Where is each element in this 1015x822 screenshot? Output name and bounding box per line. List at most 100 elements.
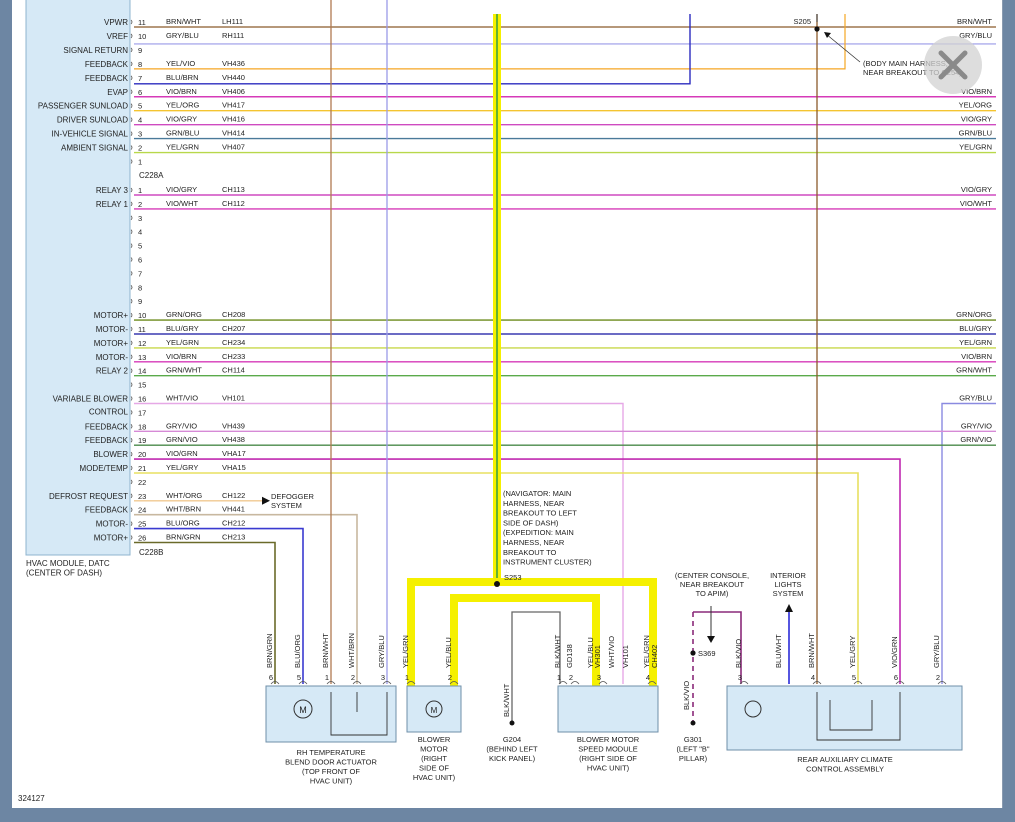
wire-color: YEL/GRN bbox=[166, 338, 199, 347]
pin-row-b-15: 15 bbox=[130, 381, 146, 390]
pin-label: RELAY 3 bbox=[96, 186, 129, 195]
pin-number: 18 bbox=[138, 422, 146, 431]
pin-stub bbox=[130, 145, 133, 150]
pin-stub bbox=[130, 117, 133, 122]
circuit-id: VH439 bbox=[222, 421, 245, 430]
interior-lights-label: SYSTEM bbox=[773, 589, 804, 598]
component-label: BLOWER bbox=[418, 735, 451, 744]
wire-color: VIO/GRY bbox=[166, 185, 197, 194]
pin-label: MOTOR- bbox=[96, 520, 129, 529]
pin-row-b-7: 7 bbox=[130, 269, 142, 278]
connector-pin: 1 bbox=[325, 673, 329, 682]
pin-number: 9 bbox=[138, 297, 142, 306]
pin-number: 19 bbox=[138, 436, 146, 445]
wire-feedback-24 bbox=[134, 513, 358, 684]
connector-pin-symbol bbox=[298, 681, 308, 685]
highlight-speed-4 bbox=[649, 578, 657, 686]
wire-motor-plus-26 bbox=[134, 541, 276, 684]
pin-number: 1 bbox=[138, 186, 142, 195]
pin-stub bbox=[130, 368, 133, 373]
wire-color: WHT/VIO bbox=[607, 636, 616, 668]
defogger-label: SYSTEM bbox=[271, 501, 302, 510]
wire-color: VIO/WHT bbox=[166, 199, 198, 208]
pin-number: 2 bbox=[138, 144, 142, 153]
pin-stub bbox=[130, 424, 133, 429]
connector-pin: 3 bbox=[381, 673, 385, 682]
wire-color-right: YEL/ORG bbox=[959, 101, 993, 110]
splice-s369 bbox=[690, 650, 696, 656]
circuit-id: VH441 bbox=[222, 505, 245, 514]
pin-stub bbox=[130, 75, 133, 81]
wire-color: GRN/WHT bbox=[166, 366, 202, 375]
circuit-id: VH417 bbox=[222, 101, 245, 110]
pin-row-b-8: 8 bbox=[130, 283, 142, 292]
module-name: HVAC MODULE, DATC bbox=[26, 559, 110, 568]
pin-label: PASSENGER SUNLOAD bbox=[38, 102, 128, 111]
pin-number: 3 bbox=[138, 130, 142, 139]
ground-label: PILLAR) bbox=[679, 754, 708, 763]
pin-label: MODE/TEMP bbox=[80, 464, 128, 473]
connector-pin-symbol bbox=[382, 681, 392, 685]
pin-label: BLOWER bbox=[93, 450, 128, 459]
splice-label: S369 bbox=[698, 649, 716, 658]
component-label: CONTROL ASSEMBLY bbox=[806, 765, 884, 774]
close-button[interactable] bbox=[924, 36, 982, 94]
figure-number: 324127 bbox=[18, 794, 45, 803]
blower-motor-box bbox=[406, 685, 462, 733]
wire-color: GRN/ORG bbox=[166, 310, 202, 319]
ground-g204 bbox=[509, 720, 515, 726]
wire-color: GRY/VIO bbox=[166, 421, 197, 430]
pin-number: 1 bbox=[138, 158, 142, 167]
connector-pin-symbol bbox=[449, 681, 459, 685]
connector-pin-symbol bbox=[812, 681, 822, 685]
wire-color-right: GRY/BLU bbox=[959, 31, 992, 40]
pin-number: 24 bbox=[138, 506, 146, 515]
splice-note: BREAKOUT TO bbox=[503, 548, 557, 557]
pin-stub bbox=[130, 535, 133, 540]
wire-color: BLK/VIO bbox=[682, 681, 691, 710]
pin-stub bbox=[130, 396, 133, 401]
component-label: HVAC UNIT) bbox=[587, 764, 630, 773]
splice-s205 bbox=[814, 26, 820, 32]
connector-pin-symbol bbox=[647, 681, 657, 685]
component-label: BLEND DOOR ACTUATOR bbox=[285, 758, 377, 767]
wire-color: GD138 bbox=[565, 644, 574, 668]
wire-color: YEL/GRN bbox=[166, 143, 199, 152]
connector-pin-symbol bbox=[570, 681, 580, 685]
circuit-id: CH234 bbox=[222, 338, 245, 347]
connector-pin: 1 bbox=[557, 673, 561, 682]
circuit-id: VHA17 bbox=[222, 449, 246, 458]
splice-label: S253 bbox=[504, 573, 522, 582]
ground-label: KICK PANEL) bbox=[489, 754, 536, 763]
wire-color-right: YEL/GRN bbox=[959, 143, 992, 152]
pin-number: 9 bbox=[138, 46, 142, 55]
wire-color-right: VIO/WHT bbox=[960, 199, 992, 208]
pin-number: 15 bbox=[138, 381, 146, 390]
connector-pin-symbol bbox=[558, 681, 568, 685]
pin-number: 20 bbox=[138, 450, 146, 459]
pin-number: 7 bbox=[138, 269, 142, 278]
pin-number: 23 bbox=[138, 492, 146, 501]
pin-label: MOTOR+ bbox=[94, 339, 129, 348]
pin-number: 25 bbox=[138, 520, 146, 529]
wire-color: YEL/BLU bbox=[586, 637, 595, 668]
connector-pin: 3 bbox=[738, 673, 742, 682]
component-label: HVAC UNIT) bbox=[413, 773, 456, 782]
pin-number: 16 bbox=[138, 395, 146, 404]
circuit-id: VH414 bbox=[222, 129, 245, 138]
leader-arrow bbox=[707, 636, 715, 643]
pin-number: 17 bbox=[138, 408, 146, 417]
splice-label: S205 bbox=[793, 17, 811, 26]
wire-color: CH402 bbox=[650, 645, 659, 668]
connector-pin: 5 bbox=[297, 673, 301, 682]
